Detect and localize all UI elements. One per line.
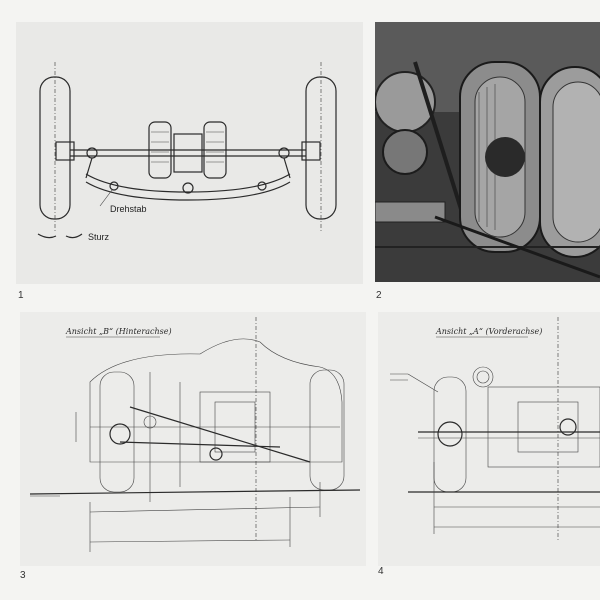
figure-3-number: 3 bbox=[20, 570, 26, 581]
figure-4-handwritten-caption: Ansicht „A“ (Vorderachse) bbox=[435, 327, 542, 336]
figure-2-photograph bbox=[375, 22, 600, 282]
figure-1-number: 1 bbox=[18, 290, 24, 301]
drehstab-label: Drehstab bbox=[110, 204, 147, 214]
sturz-label: Sturz bbox=[88, 232, 110, 242]
figure-4-number: 4 bbox=[378, 566, 384, 577]
front-axle-blueprint: Ansicht „A“ (Vorderachse) bbox=[390, 317, 600, 542]
figure-3-technical-drawing: Ansicht „B“ (Hinterachse) bbox=[20, 312, 366, 566]
figure-3-handwritten-caption: Ansicht „B“ (Hinterachse) bbox=[65, 327, 172, 336]
figure-4-technical-drawing: Ansicht „A“ (Vorderachse) bbox=[378, 312, 600, 566]
suspension-photo bbox=[375, 22, 600, 282]
rear-axle-blueprint: Ansicht „B“ (Hinterachse) bbox=[29, 317, 361, 552]
figure-1-axle-diagram: Drehstab Sturz bbox=[16, 22, 363, 284]
figure-2-number: 2 bbox=[376, 290, 382, 301]
axle-schematic-drawing: Drehstab Sturz bbox=[37, 62, 337, 242]
